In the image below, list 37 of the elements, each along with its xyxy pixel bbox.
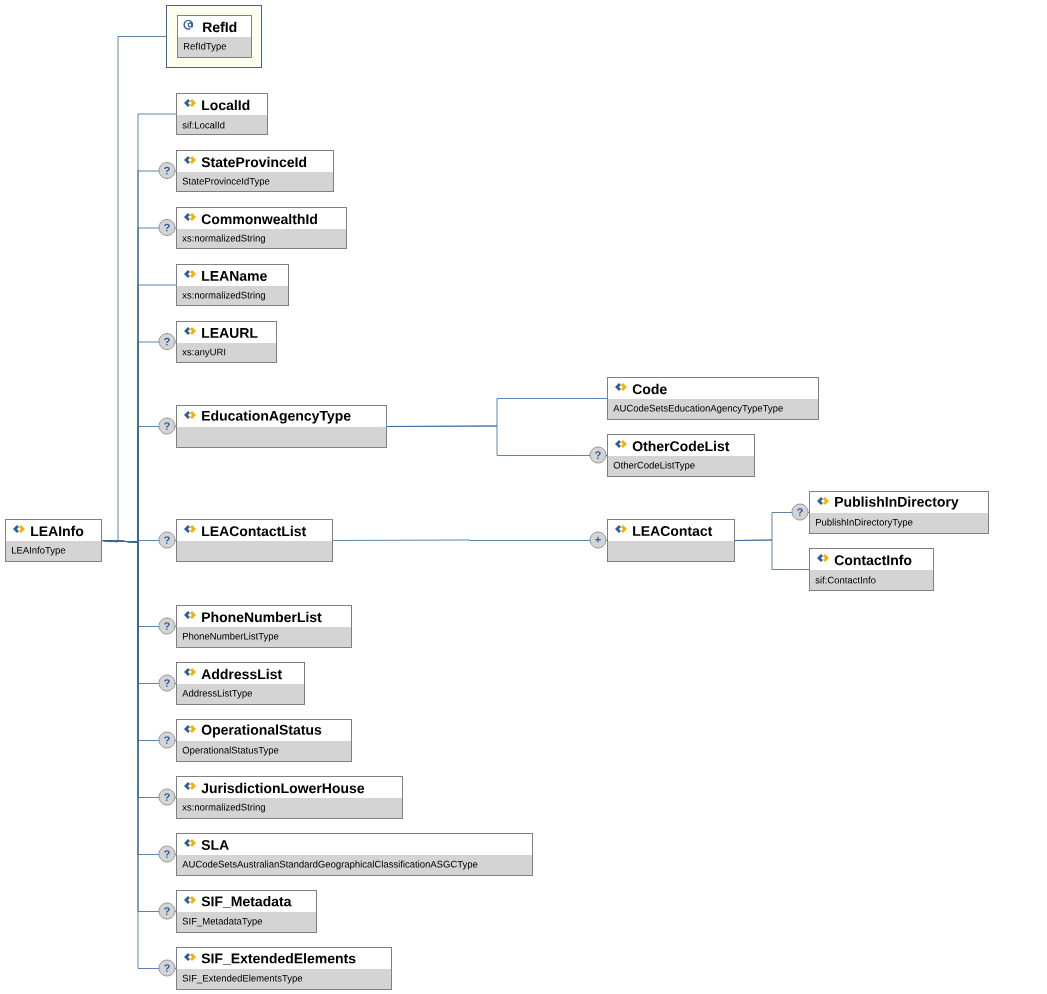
element-box: LEAInfo LEAInfoType	[5, 519, 102, 562]
optional-badge: ?	[158, 531, 176, 549]
element-box: RefId RefIdType	[177, 15, 252, 58]
optional-badge: ?	[158, 219, 176, 236]
element-box: PhoneNumberList PhoneNumberListType	[176, 605, 352, 648]
optional-badge: ?	[158, 959, 176, 977]
optional-badge: ?	[158, 902, 176, 920]
optional-badge: ?	[158, 417, 176, 435]
optional-badge: ?	[791, 503, 809, 521]
optional-badge: ?	[158, 617, 176, 635]
optional-badge: ?	[158, 731, 176, 749]
optional-badge: ?	[158, 845, 176, 863]
element-box: PublishInDirectory PublishInDirectoryType	[809, 491, 989, 534]
element-box: SIF_ExtendedElements SIF_ExtendedElementsType	[176, 947, 392, 990]
optional-badge: ?	[158, 333, 176, 350]
element-box: LocalId sif:LocalId	[176, 93, 268, 135]
optional-badge: +	[589, 531, 607, 549]
optional-badge: ?	[158, 674, 176, 692]
optional-badge: ?	[589, 446, 607, 464]
element-box: LEAURL xs:anyURI	[176, 321, 277, 363]
optional-badge: ?	[158, 788, 176, 806]
element-box: LEAName xs:normalizedString	[176, 264, 289, 306]
element-box: ContactInfo sif:ContactInfo	[809, 548, 934, 591]
element-box: LEAContactList	[176, 519, 333, 562]
optional-badge: ?	[158, 162, 176, 179]
element-box: AddressList AddressListType	[176, 662, 305, 705]
connector-line	[734, 539, 810, 570]
element-box: SIF_Metadata SIF_MetadataType	[176, 890, 317, 933]
element-box: OperationalStatus OperationalStatusType	[176, 719, 352, 762]
element-box: Code AUCodeSetsEducationAgencyTypeType	[607, 377, 819, 420]
element-box: OtherCodeList OtherCodeListType	[607, 434, 755, 477]
element-box: StateProvinceId StateProvinceIdType	[176, 150, 334, 192]
element-box: SLA AUCodeSetsAustralianStandardGeographicalClassificationASGCType	[176, 833, 533, 876]
element-box: JurisdictionLowerHouse xs:normalizedString	[176, 776, 403, 819]
element-box: EducationAgencyType	[176, 405, 387, 448]
element-box: CommonwealthId xs:normalizedString	[176, 207, 347, 249]
element-box: LEAContact	[607, 519, 735, 562]
